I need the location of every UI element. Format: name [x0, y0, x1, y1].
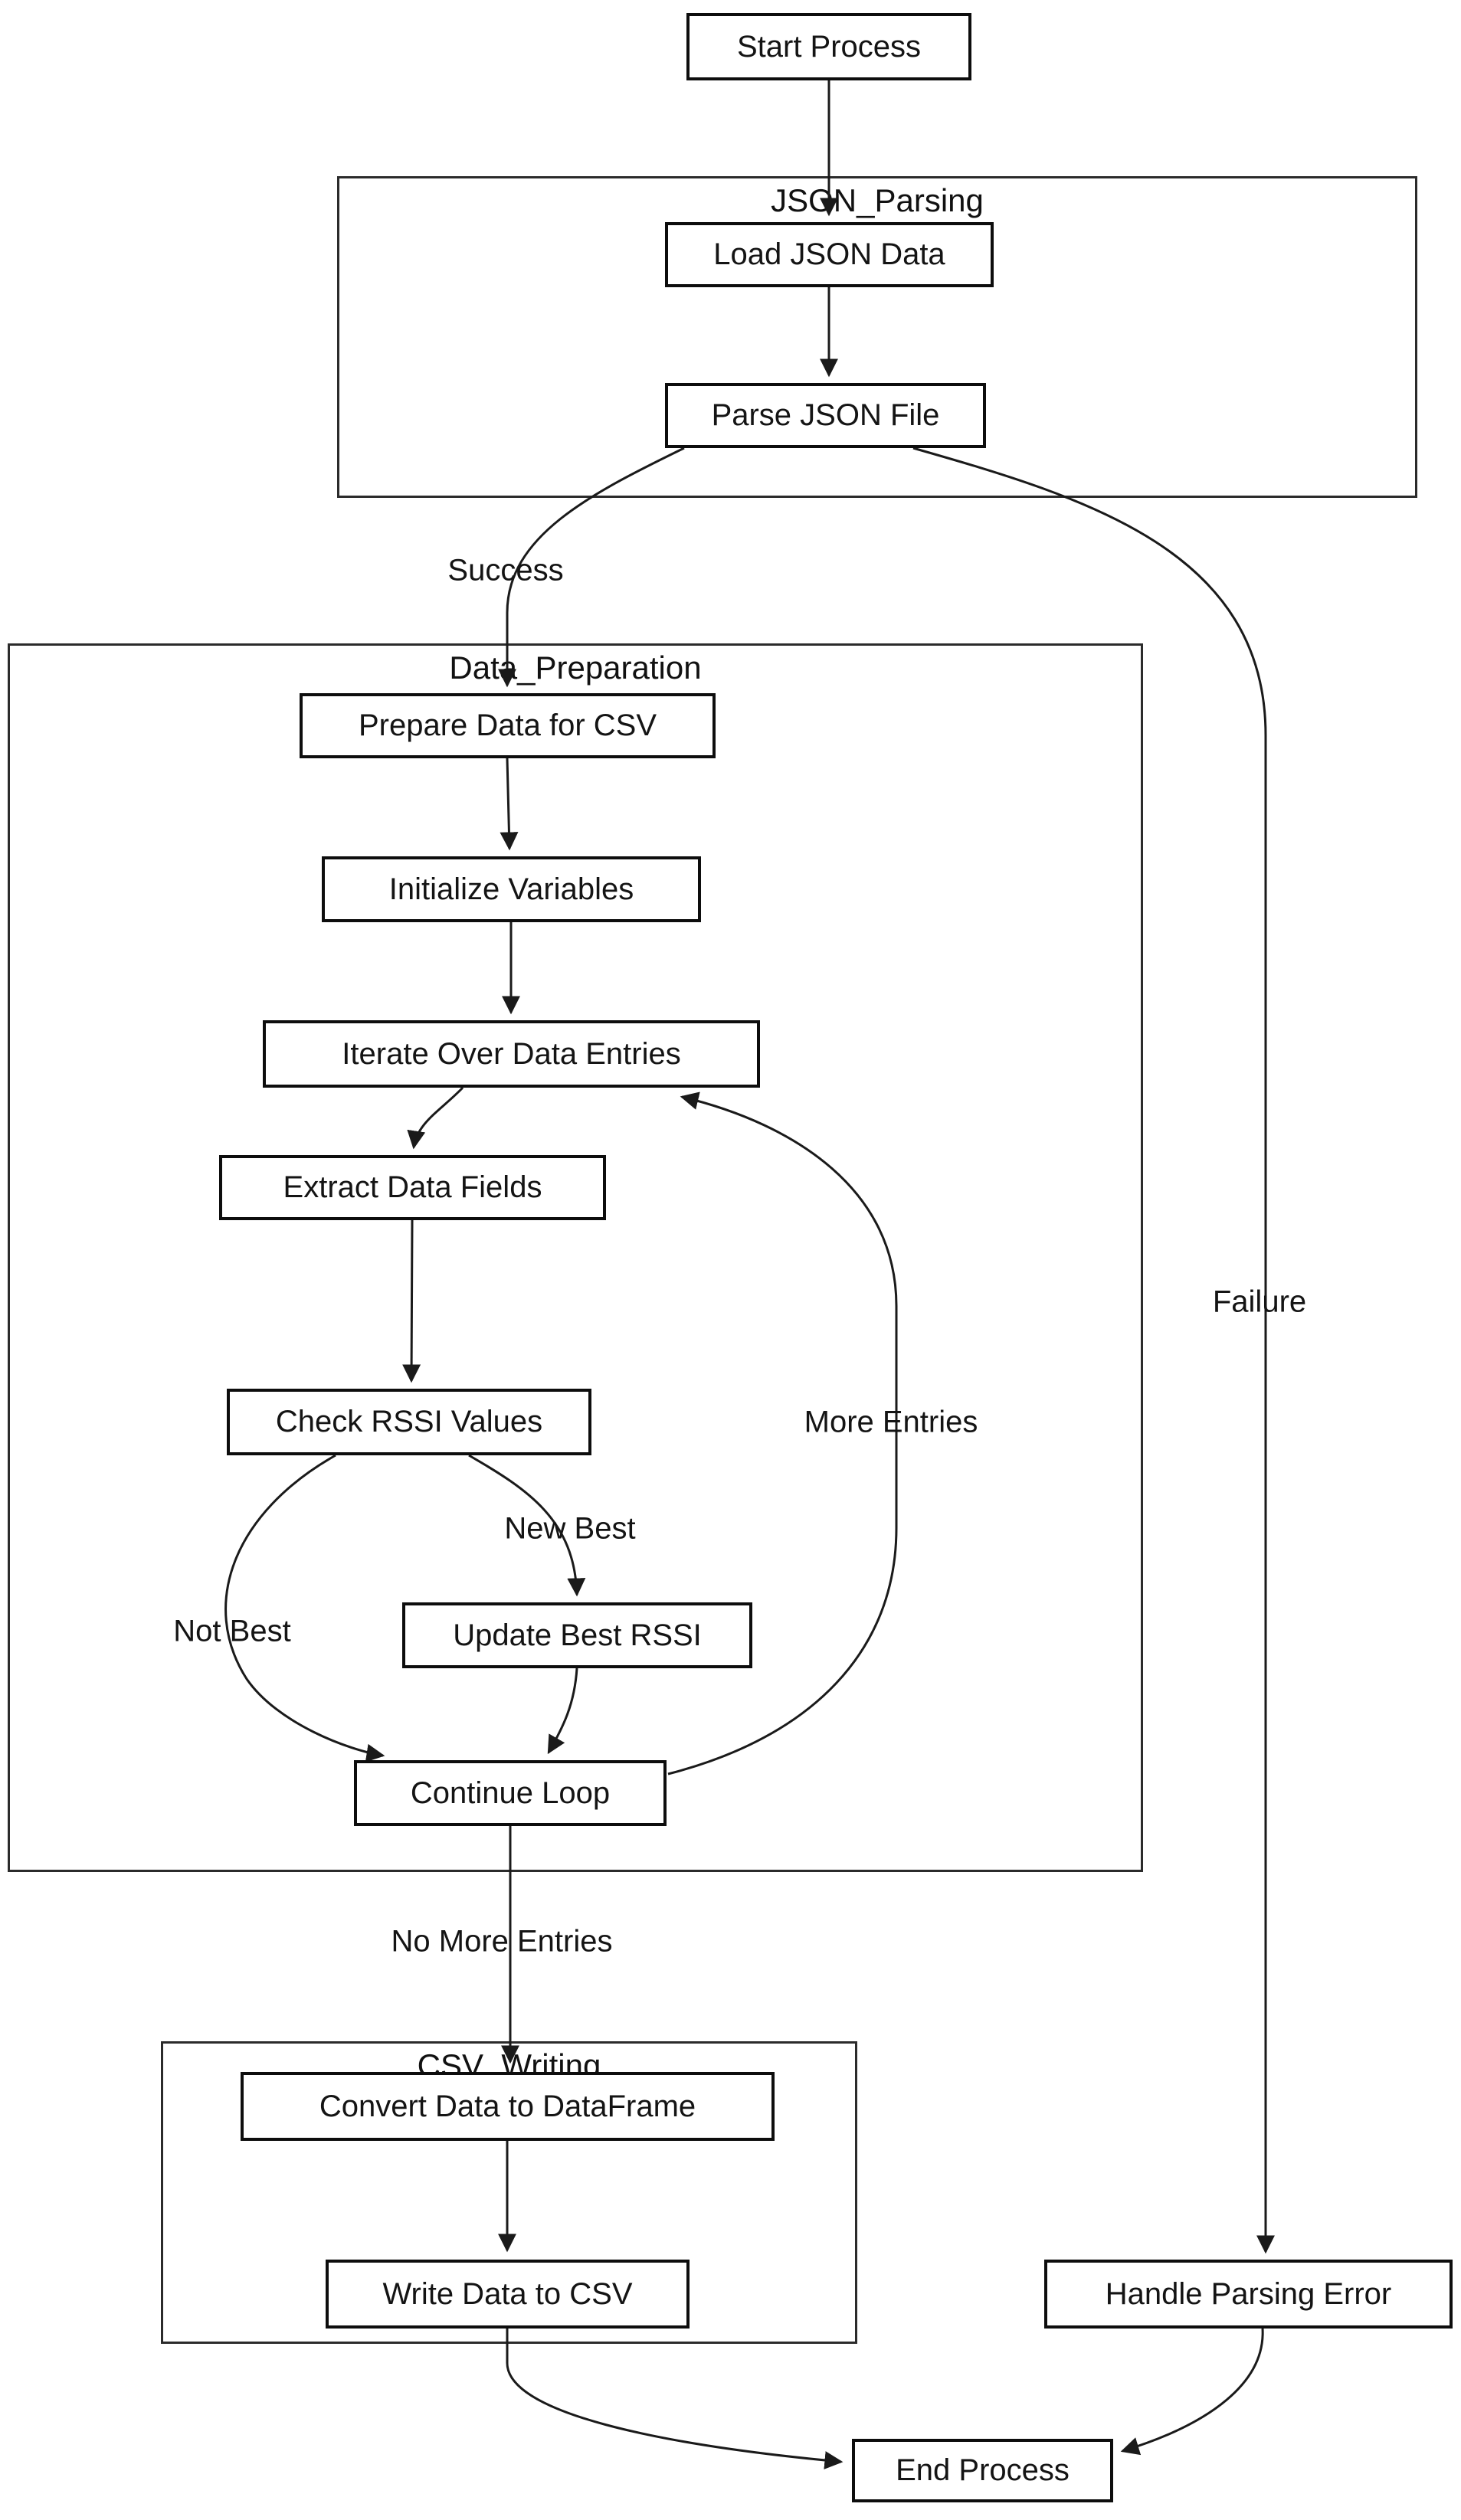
edge-label-more-entries: More Entries [804, 1405, 978, 1439]
node-start-process: Start Process [686, 13, 971, 80]
node-iterate-over-data-entries: Iterate Over Data Entries [263, 1020, 760, 1088]
edge-write-to-end [506, 2329, 844, 2469]
edge-label-success: Success [447, 553, 564, 587]
node-write-data-to-csv: Write Data to CSV [326, 2260, 690, 2329]
node-continue-loop: Continue Loop [354, 1760, 667, 1826]
edge-label-failure: Failure [1212, 1285, 1307, 1319]
edge-label-not-best: Not Best [173, 1614, 291, 1648]
subgraph-data-preparation-title: Data_Preparation [449, 650, 702, 686]
node-initialize-variables: Initialize Variables [322, 856, 701, 922]
edge-handle-to-end [1120, 2328, 1264, 2456]
node-check-rssi-values: Check RSSI Values [227, 1389, 591, 1455]
edge-parse-to-prepare-success [498, 447, 685, 688]
subgraph-json-parsing-title: JSON_Parsing [771, 182, 984, 218]
subgraph-data-preparation: Data_Preparation [8, 643, 1143, 1872]
edge-update-to-continue [547, 1667, 578, 1755]
edge-label-new-best: New Best [504, 1511, 636, 1546]
node-parse-json-file: Parse JSON File [665, 383, 986, 448]
edge-label-no-more-entries: No More Entries [391, 1924, 613, 1959]
node-extract-data-fields: Extract Data Fields [219, 1155, 606, 1220]
node-prepare-data-for-csv: Prepare Data for CSV [300, 693, 716, 758]
edge-iterate-to-extract [407, 1086, 464, 1150]
edge-check-to-continue-not-best [224, 1454, 385, 1762]
node-end-process: End Process [852, 2439, 1113, 2502]
node-load-json-data: Load JSON Data [665, 222, 994, 287]
node-update-best-rssi: Update Best RSSI [402, 1602, 752, 1668]
edge-continue-to-iterate-more-entries [667, 1091, 898, 1775]
node-convert-data-to-dataframe: Convert Data to DataFrame [241, 2072, 775, 2141]
edge-parse-to-handle-failure [912, 447, 1275, 2254]
node-handle-parsing-error: Handle Parsing Error [1044, 2260, 1453, 2329]
subgraph-json-parsing: JSON_Parsing [337, 176, 1417, 498]
edge-prepare-to-init [500, 758, 519, 851]
edge-check-to-update-new-best [468, 1454, 586, 1597]
edge-extract-to-check [402, 1219, 421, 1383]
